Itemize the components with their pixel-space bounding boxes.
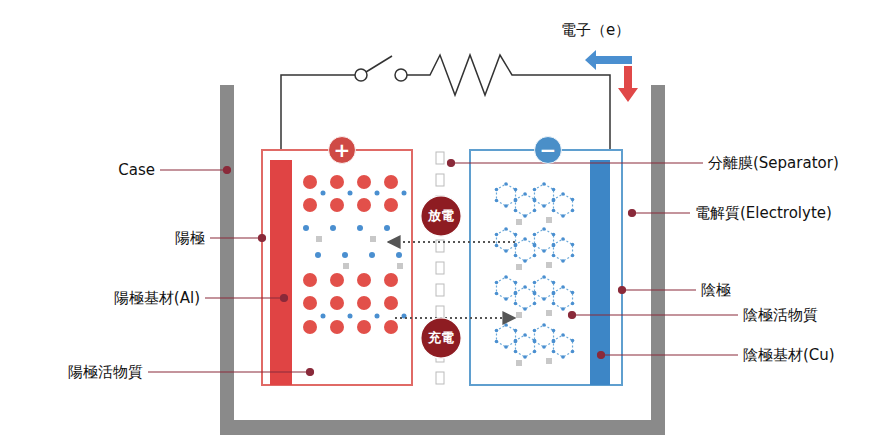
case-label: Case [117, 161, 156, 179]
negative-electrode [470, 150, 622, 385]
electron-label: 電子（e） [560, 21, 631, 39]
badge-text: + [334, 138, 351, 162]
positive-electrode [262, 150, 412, 385]
anode-active-material [495, 182, 575, 366]
copper-collector [590, 160, 610, 385]
leader-lines [148, 160, 738, 376]
active-material-label: 陰極活物質 [742, 306, 819, 324]
battery-case [220, 85, 665, 435]
external-circuit [281, 55, 610, 150]
collector-label: 陽極基材(Al) [113, 289, 201, 307]
electrolyte-label: 電解質(Electrolyte) [694, 204, 833, 222]
anode-label: 陰極 [700, 281, 732, 299]
active-material-label: 陽極活物質 [67, 363, 144, 381]
aluminum-collector [270, 160, 292, 385]
badge-text: 放電 [428, 207, 454, 225]
cathode-active-material [303, 175, 407, 334]
discharge-arrow [388, 241, 515, 243]
badge-text: − [540, 138, 557, 162]
separator-label: 分離膜(Separator) [707, 154, 840, 172]
collector-label: 陰極基材(Cu) [742, 346, 836, 364]
charge-badge: 充電 [420, 317, 462, 359]
positive-terminal: + [328, 136, 356, 164]
cathode-label: 陽極 [174, 229, 206, 247]
badge-text: 充電 [428, 329, 454, 347]
discharge-badge: 放電 [420, 195, 462, 237]
electron-arrow [618, 66, 638, 102]
charge-arrow [395, 317, 515, 319]
negative-terminal: − [534, 136, 562, 164]
